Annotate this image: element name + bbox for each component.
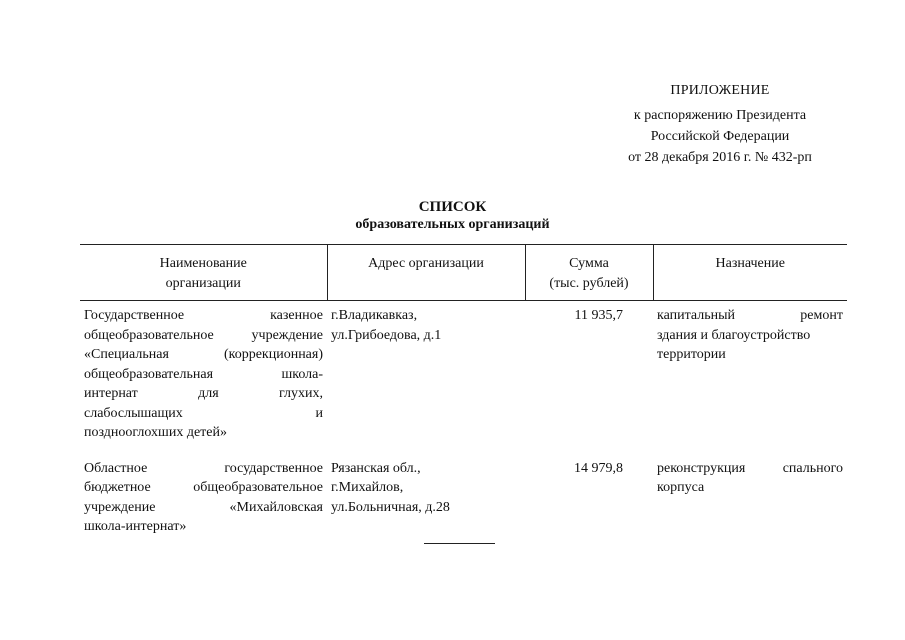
header-text: организации: [165, 276, 241, 291]
address-line: г.Владикавказ,: [331, 308, 418, 323]
purpose-line: здания и благоустройство: [657, 327, 811, 343]
org-name-line: позднооглохших детей»: [84, 425, 227, 440]
purpose-line: корпуса: [657, 480, 705, 495]
header-text: Сумма: [569, 256, 609, 271]
appendix-label: ПРИЛОЖЕНИЕ: [670, 83, 770, 98]
org-name-line: общеобразовательное учреждение: [84, 327, 323, 343]
appendix-ref-line: к распоряжению Президента: [633, 108, 807, 123]
header-name: Наименование организации: [80, 244, 327, 301]
purpose-line: территории: [657, 347, 726, 362]
header-purpose: Назначение: [652, 244, 847, 301]
org-name-line: «Специальная (коррекционная): [84, 347, 323, 362]
amount-cell: 14 979,8: [574, 460, 623, 476]
header-text: (тыс. рублей): [549, 276, 629, 291]
header-text: Назначение: [715, 256, 785, 271]
appendix-date-line: от 28 декабря 2016 г. № 432-рп: [628, 150, 812, 165]
org-name-line: школа-интернат»: [84, 519, 187, 534]
purpose-line: капитальный ремонт: [657, 308, 843, 323]
title-main: СПИСОК: [418, 199, 487, 215]
address-line: Рязанская обл.,: [331, 460, 421, 476]
appendix-ref-line: Российской Федерации: [650, 129, 790, 144]
address-line: ул.Больничная, д.28: [331, 499, 450, 515]
amount-cell: 11 935,7: [574, 308, 623, 323]
title-sub: образовательных организаций: [355, 217, 550, 232]
address-line: ул.Грибоедова, д.1: [331, 327, 442, 343]
header-text: Наименование: [159, 256, 247, 271]
header-address: Адрес организации: [326, 244, 525, 301]
end-divider: [424, 543, 495, 544]
org-name-cell: Областное государственное бюджетное обще…: [80, 443, 327, 537]
address-cell: Рязанская обл., г.Михайлов, ул.Больнична…: [327, 443, 525, 537]
org-name-line: Областное государственное: [84, 460, 323, 476]
org-name-line: Государственное казенное: [84, 308, 323, 323]
org-name-line: интернат для глухих,: [84, 386, 323, 401]
header-text: Адрес организации: [368, 256, 484, 271]
appendix-header: ПРИЛОЖЕНИЕ к распоряжению Президента Рос…: [600, 80, 840, 168]
purpose-line: реконструкция спального: [657, 460, 843, 476]
address-line: г.Михайлов,: [331, 480, 404, 495]
org-name-line: бюджетное общеобразовательное: [84, 480, 323, 495]
table-row: Государственное казенное общеобразовател…: [80, 301, 847, 443]
document-title: СПИСОК образовательных организаций: [0, 198, 905, 234]
purpose-cell: реконструкция спального корпуса: [653, 443, 847, 537]
table-header-row: Наименование организации Адрес организац…: [80, 244, 847, 301]
org-name-line: учреждение «Михайловская: [84, 499, 323, 515]
table-row: Областное государственное бюджетное обще…: [80, 443, 847, 537]
org-name-cell: Государственное казенное общеобразовател…: [80, 301, 327, 443]
org-name-line: слабослышащих и: [84, 405, 323, 421]
purpose-cell: капитальный ремонт здания и благоустройс…: [653, 301, 847, 443]
header-amount: Сумма (тыс. рублей): [524, 244, 653, 301]
address-cell: г.Владикавказ, ул.Грибоедова, д.1: [327, 301, 525, 443]
org-name-line: общеобразовательная школа-: [84, 366, 323, 382]
organizations-table: Наименование организации Адрес организац…: [80, 244, 847, 537]
